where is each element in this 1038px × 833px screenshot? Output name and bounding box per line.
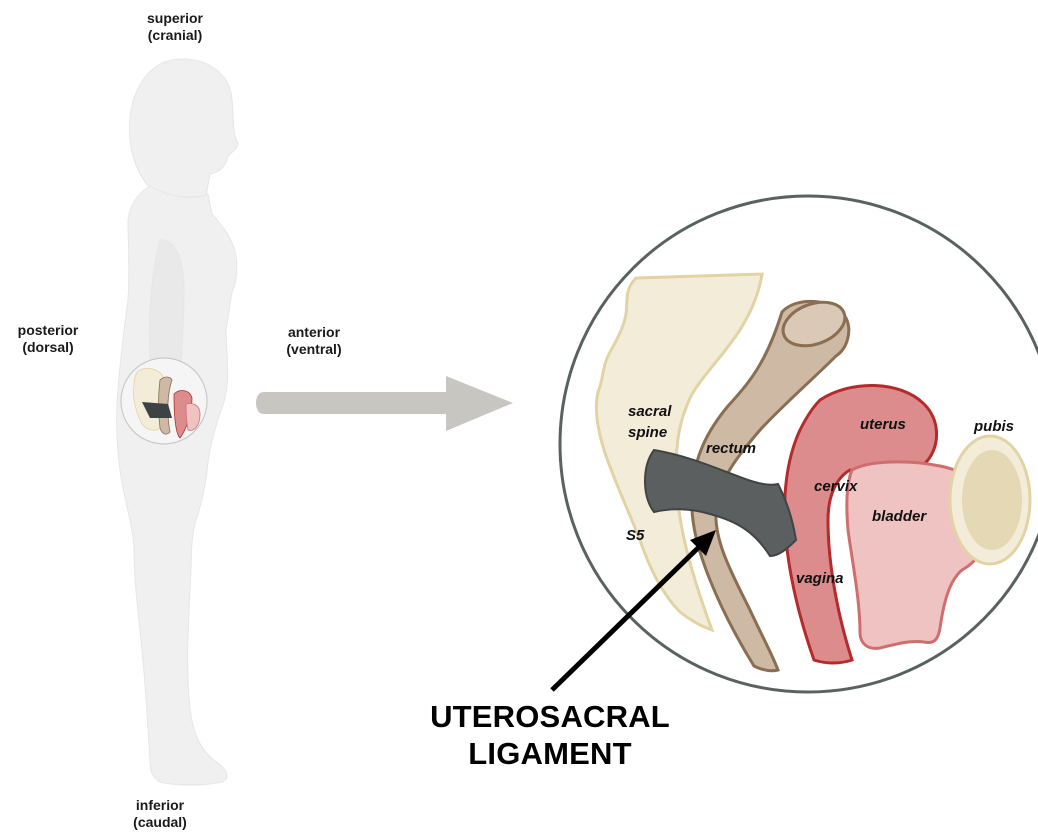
label-rectum: rectum — [706, 440, 756, 457]
callout-line1: UTEROSACRAL — [395, 698, 705, 735]
posterior-label: posterior — [6, 322, 90, 339]
label-uterus: uterus — [860, 416, 906, 433]
detail-circle: sacral spine S5 rectum uterus cervix bla… — [560, 196, 1038, 692]
label-cervix: cervix — [814, 478, 858, 495]
direction-arrow — [256, 376, 513, 431]
callout-line2: LIGAMENT — [395, 735, 705, 772]
inset-circle — [121, 358, 207, 444]
orientation-anterior: anterior (ventral) — [272, 324, 356, 358]
cranial-label: (cranial) — [130, 27, 220, 44]
ventral-label: (ventral) — [272, 341, 356, 358]
label-s5: S5 — [626, 527, 645, 544]
label-pubis: pubis — [973, 418, 1014, 435]
orientation-inferior: inferior (caudal) — [120, 797, 200, 831]
anterior-label: anterior — [272, 324, 356, 341]
ligament-callout: UTEROSACRAL LIGAMENT — [395, 698, 705, 772]
orientation-superior: superior (cranial) — [130, 10, 220, 44]
orientation-posterior: posterior (dorsal) — [6, 322, 90, 356]
superior-label: superior — [130, 10, 220, 27]
caudal-label: (caudal) — [120, 814, 200, 831]
dorsal-label: (dorsal) — [6, 339, 90, 356]
label-bladder: bladder — [872, 508, 927, 525]
inferior-label: inferior — [120, 797, 200, 814]
label-vagina: vagina — [796, 570, 844, 587]
label-spine: spine — [628, 424, 667, 441]
label-sacral: sacral — [628, 403, 672, 420]
